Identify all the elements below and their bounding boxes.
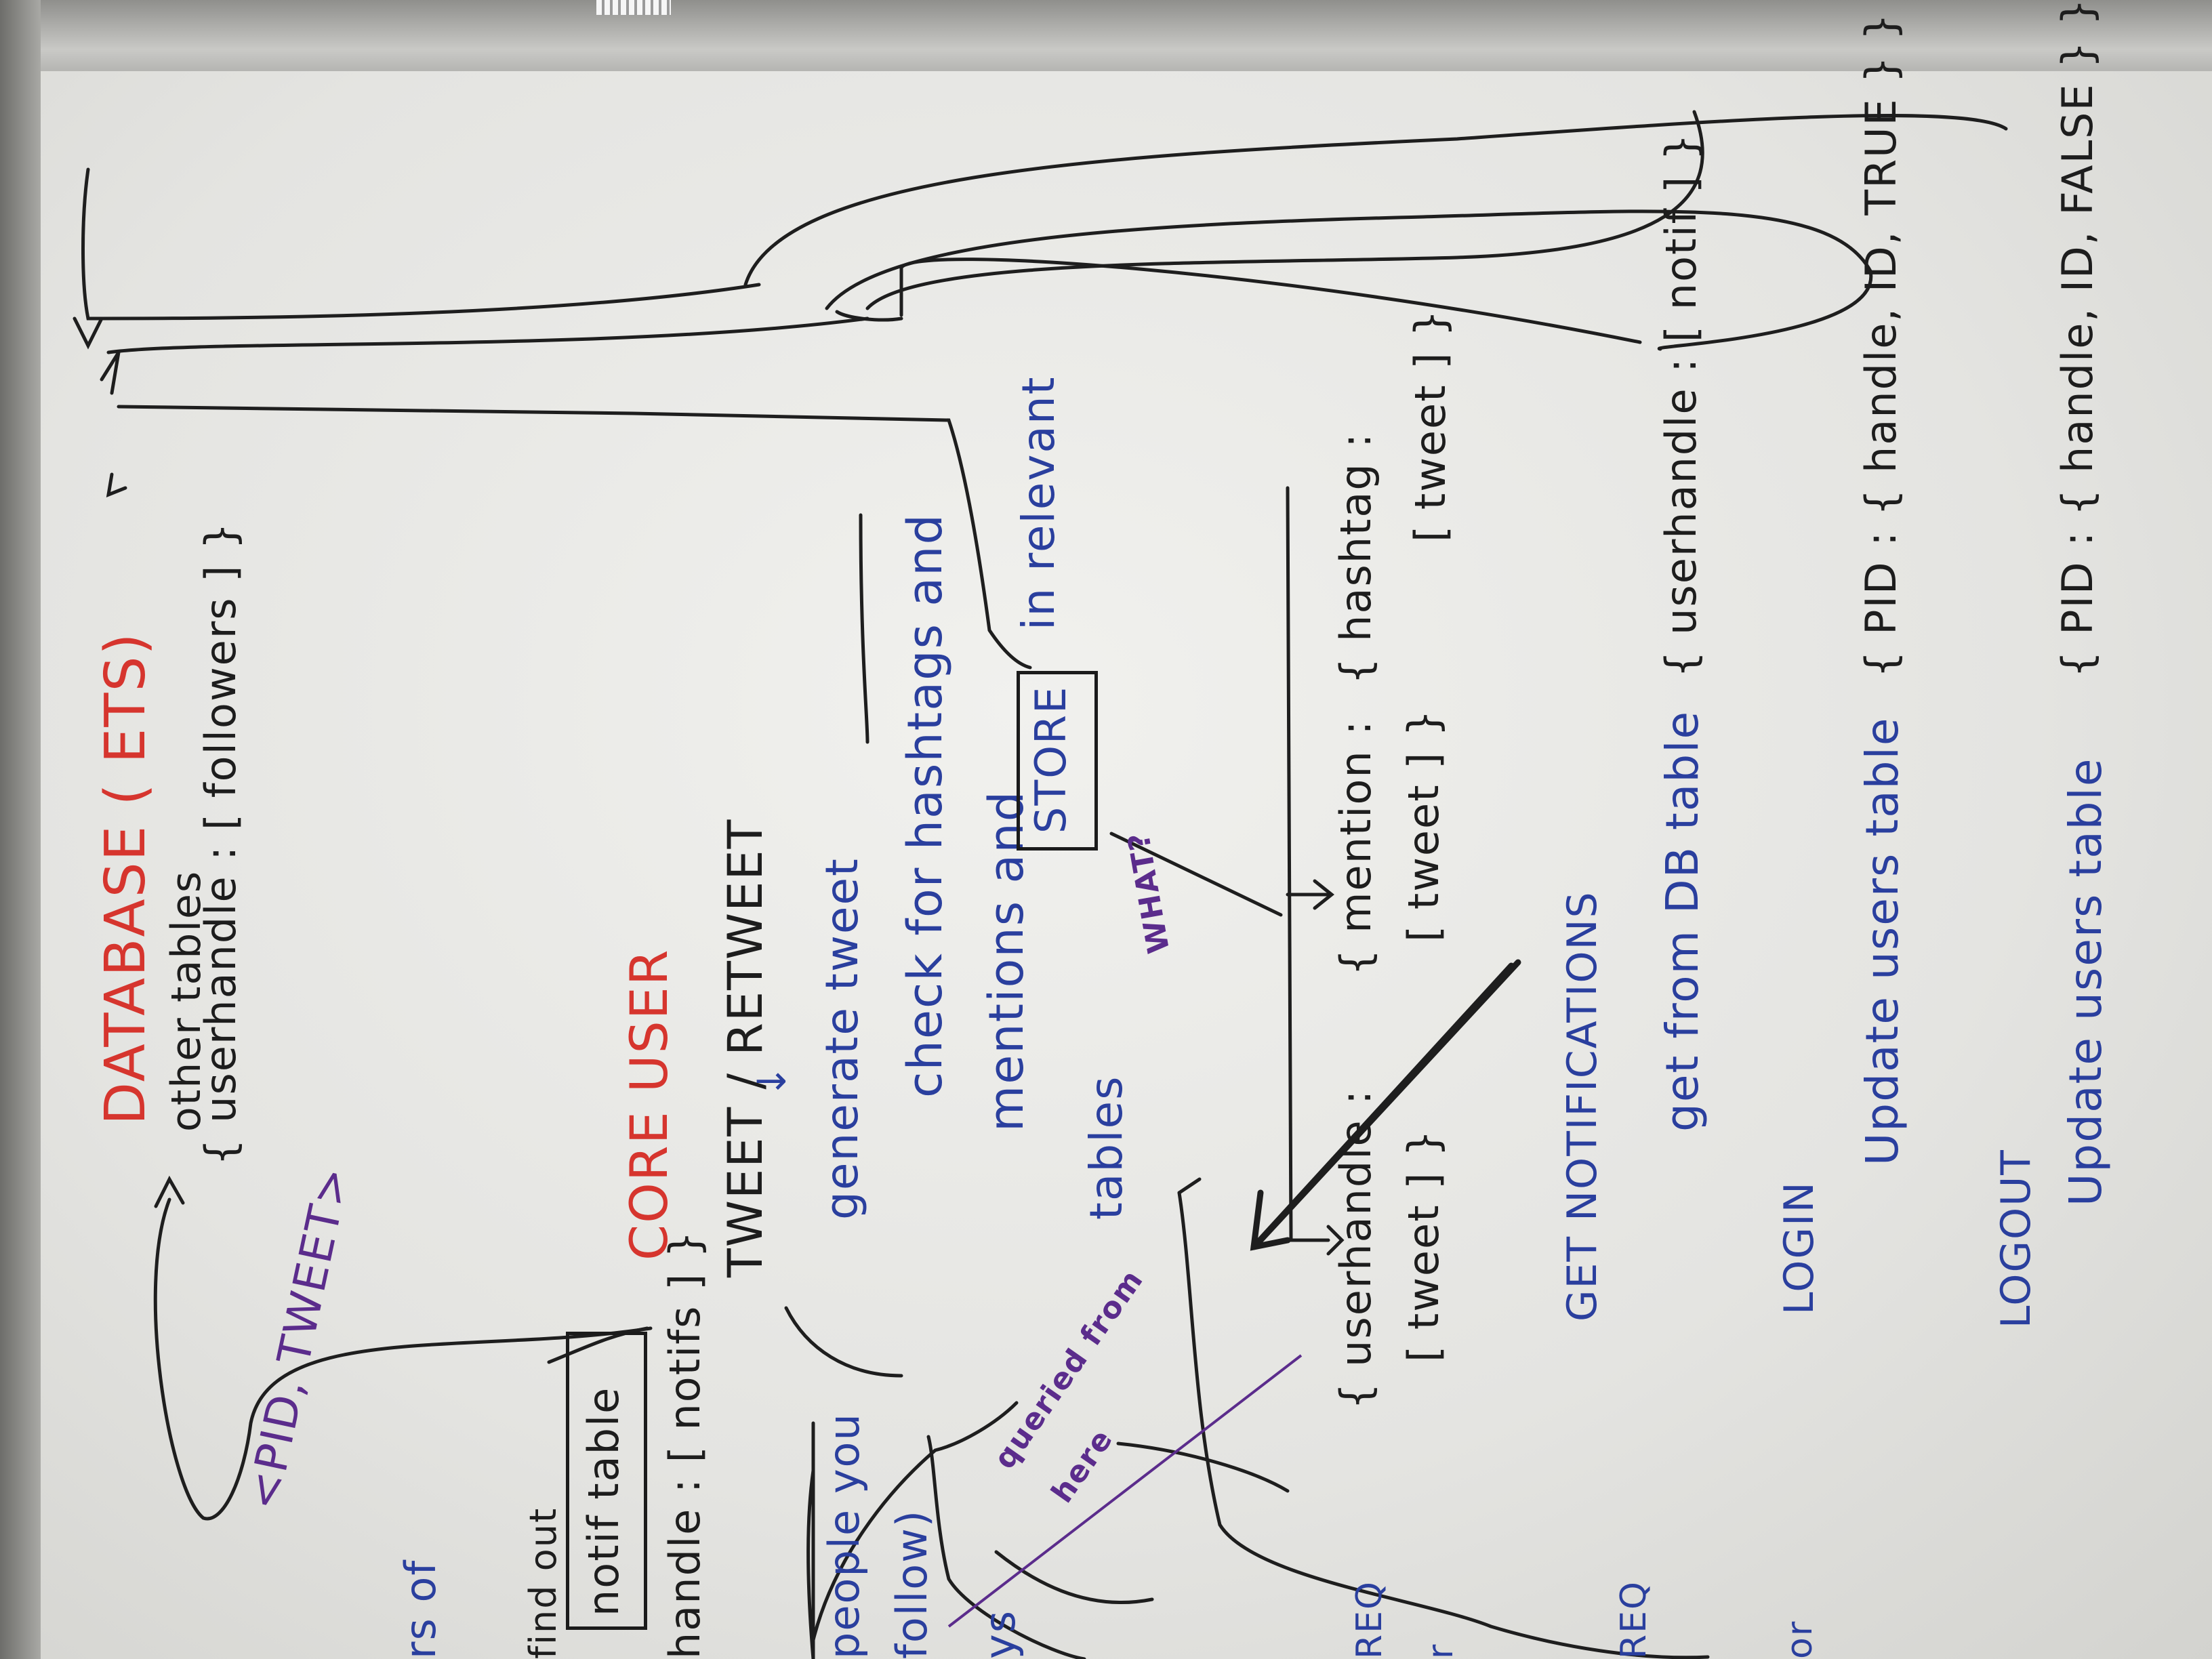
store-box	[1017, 671, 1098, 851]
generate-tweet-label: generate tweet	[816, 857, 868, 1220]
pid-true-entry: { PID : { handle, ID, TRUE } }	[1856, 12, 1906, 678]
followers-entry: { userhandle : [ followers ] }	[196, 521, 245, 1166]
hashtag-tweet-entry-1: { hashtag :	[1331, 432, 1380, 684]
userhandle-tweet-entry-1: { userhandle :	[1331, 1088, 1380, 1410]
mention-tweet-entry-1: { mention :	[1331, 719, 1380, 976]
req-label-2: REQ	[1614, 1580, 1654, 1659]
r-label: r	[1420, 1643, 1461, 1659]
logout-title: LOGOUT	[1992, 1149, 2040, 1328]
tweet-retweet-title: TWEET / RETWEET	[718, 818, 773, 1277]
ys-label: ys	[975, 1610, 1025, 1659]
database-title: DATABASE ( ETS)	[94, 632, 158, 1125]
req-label-1: REQ	[1349, 1580, 1390, 1659]
or-label: or	[1780, 1620, 1820, 1659]
update-users-table-logout: Update users table	[2060, 757, 2112, 1206]
frame-clip	[596, 0, 671, 15]
login-title: LOGIN	[1776, 1181, 1823, 1315]
mention-tweet-entry-2: [ tweet ] }	[1399, 708, 1448, 942]
pid-false-entry: { PID : { handle, ID, FALSE } }	[2053, 0, 2102, 678]
follow-label: follow)	[887, 1509, 937, 1659]
update-users-table-login: Update users table	[1856, 716, 1908, 1166]
tables-label: tables	[1080, 1075, 1132, 1220]
people-you-label: people you	[819, 1412, 869, 1659]
core-user-title: CORE USER	[619, 948, 679, 1261]
down-arrow: ↓	[749, 1063, 795, 1098]
store-label: STORE	[1026, 685, 1076, 834]
find-out-label: find out	[522, 1507, 565, 1659]
get-from-db-label: get from DB table	[1656, 710, 1708, 1132]
get-notifications-title: GET NOTIFICATIONS	[1559, 890, 1606, 1322]
hashtag-tweet-entry-2: [ tweet ] }	[1406, 308, 1455, 542]
userhandle-notif-entry: { userhandle : [ notif ] }	[1656, 132, 1706, 678]
in-relevant-label: in relevant	[1012, 375, 1065, 630]
notif-table-box	[566, 1332, 647, 1630]
rs-of-label: rs of	[396, 1559, 445, 1659]
whiteboard-frame-top	[0, 0, 2212, 71]
whiteboard-frame-left	[0, 0, 41, 1659]
userhandle-tweet-entry-2: [ tweet ] }	[1399, 1128, 1448, 1362]
check-for-label: check for hashtags and	[897, 513, 953, 1098]
notif-table-label: notif table	[579, 1386, 628, 1616]
whiteboard-surface	[41, 71, 2212, 1659]
notifs-entry: handle : [ notifs ] }	[660, 1229, 710, 1659]
